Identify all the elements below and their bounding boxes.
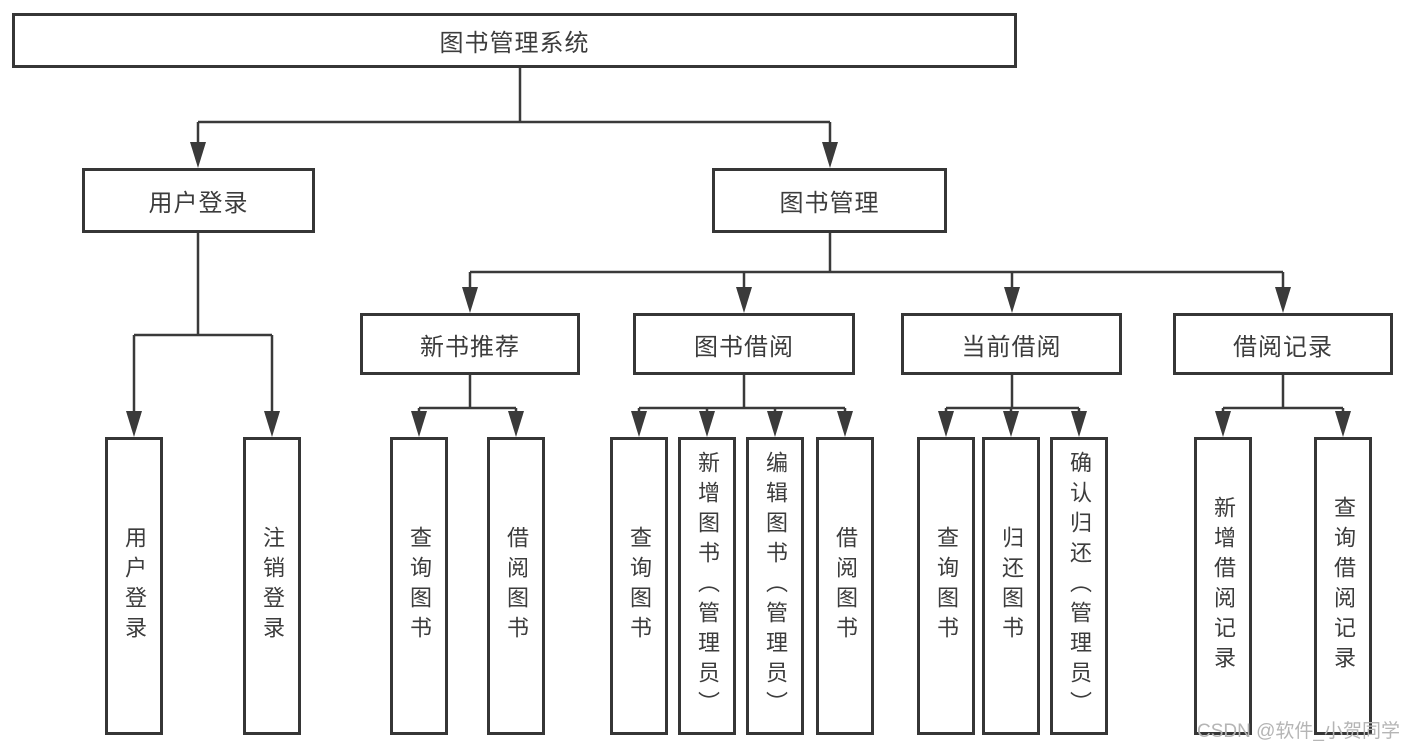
arrow-down-icon [1275, 287, 1291, 313]
connector-lines [132, 68, 1345, 420]
node-user-login: 用户登录 [82, 168, 315, 233]
arrow-down-icon [1071, 411, 1087, 437]
node-book-management: 图书管理 [712, 168, 947, 233]
leaf-records-add-record: 新增借阅记录 [1194, 437, 1252, 735]
leaf-user-login: 用户登录 [105, 437, 163, 735]
leaf-borrow-edit-books-admin: 编辑图书（管理员） [746, 437, 804, 735]
node-book-borrow: 图书借阅 [633, 313, 855, 375]
node-current-borrow: 当前借阅 [901, 313, 1122, 375]
leaf-borrow-borrow-books: 借阅图书 [816, 437, 874, 735]
arrow-down-icon [1004, 287, 1020, 313]
connector-records-to-leaves [1221, 375, 1345, 420]
leaf-newbooks-borrow-books: 借阅图书 [487, 437, 545, 735]
csdn-watermark: CSDN @软件_小贺同学 [1197, 721, 1400, 742]
leaf-logout: 注销登录 [243, 437, 301, 735]
arrow-down-icon [938, 411, 954, 437]
arrow-down-icon [767, 411, 783, 437]
connector-bookmgmt-to-level3 [468, 233, 1285, 295]
node-new-book-recommend: 新书推荐 [360, 313, 580, 375]
leaf-current-return-books: 归还图书 [982, 437, 1040, 735]
arrow-down-icon [699, 411, 715, 437]
arrow-down-icon [822, 142, 838, 168]
arrow-down-icon [1215, 411, 1231, 437]
connector-root-to-level2 [196, 68, 832, 150]
arrow-down-icon [190, 142, 206, 168]
leaf-borrow-query-books: 查询图书 [610, 437, 668, 735]
leaf-newbooks-query-books: 查询图书 [390, 437, 448, 735]
connector-userlogin-to-leaves [132, 233, 274, 420]
arrow-down-icon [411, 411, 427, 437]
arrow-down-icon [462, 287, 478, 313]
arrow-down-icon [631, 411, 647, 437]
arrow-down-icon [837, 411, 853, 437]
connector-newbooks-to-leaves [417, 375, 518, 420]
connector-bookborrow-to-leaves [637, 375, 847, 420]
leaf-current-query-books: 查询图书 [917, 437, 975, 735]
arrow-down-icon [508, 411, 524, 437]
arrow-down-icon [126, 411, 142, 437]
node-borrow-records: 借阅记录 [1173, 313, 1393, 375]
arrow-down-icon [264, 411, 280, 437]
arrow-down-icon [736, 287, 752, 313]
arrow-down-icon [1335, 411, 1351, 437]
leaf-records-query-record: 查询借阅记录 [1314, 437, 1372, 735]
arrow-down-icon [1003, 411, 1019, 437]
leaf-current-confirm-return-admin: 确认归还（管理员） [1050, 437, 1108, 735]
arrowheads [126, 142, 1351, 437]
leaf-borrow-add-books-admin: 新增图书（管理员） [678, 437, 736, 735]
node-root-system: 图书管理系统 [12, 13, 1017, 68]
